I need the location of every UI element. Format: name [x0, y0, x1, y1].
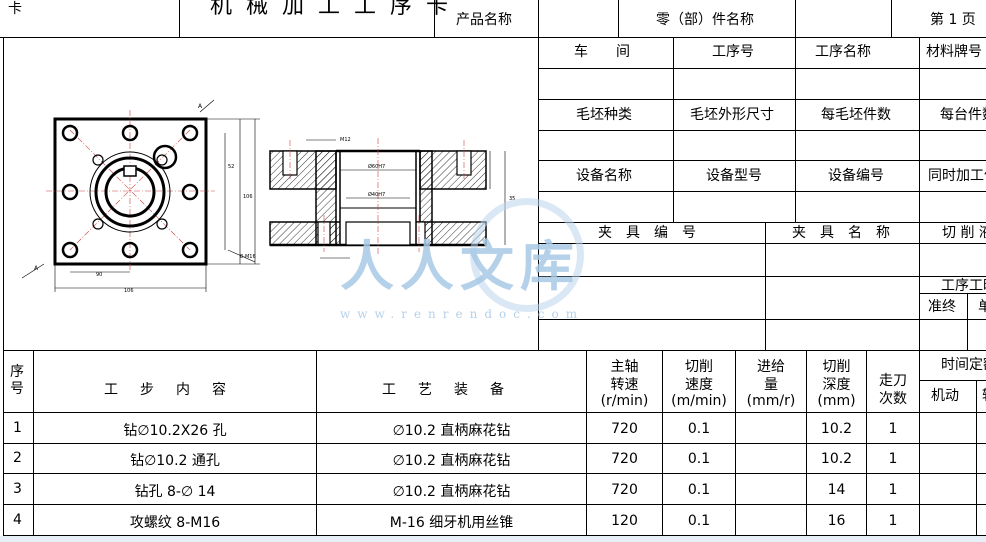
- col-feed-unit: (mm/r): [746, 393, 796, 409]
- col-depth-line1: 切削: [822, 359, 851, 375]
- col-equipment-header: 工 艺 装 备: [382, 382, 508, 398]
- section-view: [269, 138, 506, 259]
- fixture-no-label: 夹 具 编 号: [598, 225, 696, 241]
- info-workshop: 车 间: [574, 44, 630, 60]
- bore-label: Ø40H7: [368, 191, 385, 198]
- dim-inner: 90: [96, 272, 102, 278]
- row-passes: 1: [888, 451, 898, 467]
- row-speed: 0.1: [687, 421, 711, 437]
- row-step: 攻螺纹 8-M16: [129, 515, 221, 531]
- top-view: [21, 99, 260, 292]
- row-depth: 10.2: [820, 451, 853, 467]
- work-hours-label: 工序工时: [941, 278, 986, 294]
- col-spindle-line1: 主轴: [610, 359, 639, 375]
- section-side-dim: M12: [340, 137, 351, 143]
- col-cutspeed-line2: 速度: [685, 377, 713, 393]
- part-drawing: A A 90 106 106 52 8-M16: [21, 99, 515, 294]
- watermark-url: www.renrendoc.com: [340, 307, 585, 321]
- info-material: 材料牌号: [926, 44, 982, 60]
- product-name-label: 产品名称: [456, 12, 512, 28]
- col-time-quota-header: 时间定额: [941, 357, 986, 373]
- row-speed: 0.1: [687, 513, 711, 529]
- row-step: 钻∅10.2 通孔: [130, 453, 220, 469]
- fixture-name-label: 夹 具 名 称: [792, 225, 890, 241]
- row-depth: 16: [827, 513, 846, 529]
- row-depth: 10.2: [820, 421, 853, 437]
- row-depth: 14: [827, 482, 846, 498]
- watermark-logo-icon: [470, 198, 584, 312]
- section-mark-a1: A: [34, 265, 39, 272]
- row-spindle: 120: [611, 513, 638, 529]
- thread-label: 8-M16: [240, 254, 256, 260]
- bore2-label: Ø60H7: [368, 163, 385, 170]
- row-seq: 3: [13, 481, 22, 497]
- row-seq: 2: [13, 450, 22, 466]
- header-left-mark: 卡: [8, 1, 22, 17]
- col-machine-time-header: 机动: [931, 388, 959, 404]
- info-process-name: 工序名称: [815, 44, 871, 60]
- row-step: 钻∅10.2X26 孔: [123, 423, 227, 439]
- info-equipment-no: 设备编号: [828, 168, 884, 184]
- section-mark-a2: A: [198, 103, 203, 110]
- watermark-text: 人人文库: [340, 234, 580, 298]
- row-equipment: ∅10.2 直柄麻花钻: [392, 453, 511, 469]
- col-spindle-unit: (r/min): [600, 393, 649, 409]
- col-step-header: 工 步 内 容: [104, 382, 230, 398]
- col-passes-line2: 次数: [879, 391, 907, 407]
- col-cutspeed-unit: (m/min): [671, 393, 727, 409]
- info-blank-size: 毛坯外形尺寸: [690, 107, 774, 123]
- col-cutspeed-line1: 切削: [685, 359, 713, 375]
- col-passes-line1: 走刀: [879, 373, 907, 389]
- dim-width: 106: [124, 288, 134, 294]
- col-feed-line2: 量: [764, 377, 778, 393]
- part-name-label: 零（部）件名称: [656, 12, 754, 28]
- info-per-unit: 每台件数: [940, 107, 986, 123]
- row-spindle: 720: [611, 451, 638, 467]
- info-per-blank: 每毛坯件数: [821, 107, 891, 123]
- col-spindle-line2: 转速: [610, 377, 639, 393]
- col-feed-line1: 进给: [757, 359, 785, 375]
- row-equipment: M-16 细牙机用丝锥: [389, 515, 514, 531]
- info-blank-type: 毛坯种类: [576, 107, 632, 123]
- row-passes: 1: [888, 482, 898, 498]
- prep-time-label: 准终: [928, 299, 956, 315]
- row-seq: 1: [13, 420, 22, 436]
- info-simultaneous: 同时加工件数: [928, 168, 986, 184]
- row-speed: 0.1: [687, 482, 711, 498]
- row-equipment: ∅10.2 直柄麻花钻: [392, 484, 511, 500]
- info-equipment-model: 设备型号: [706, 168, 762, 184]
- row-spindle: 720: [611, 421, 638, 437]
- card-title: 机械加工工序卡: [210, 0, 463, 19]
- row-spindle: 720: [611, 482, 638, 498]
- row-passes: 1: [888, 513, 898, 529]
- row-passes: 1: [888, 421, 898, 437]
- col-aux-time-header: 辅助: [982, 389, 986, 403]
- dim-side: 52: [228, 164, 234, 170]
- single-time-label: 单件: [978, 299, 986, 315]
- row-seq: 4: [13, 512, 22, 528]
- col-seq-header: 序号: [10, 364, 24, 397]
- col-depth-unit: (mm): [817, 393, 856, 409]
- row-step: 钻孔 8-∅ 14: [134, 484, 216, 500]
- row-speed: 0.1: [687, 451, 711, 467]
- info-equipment-name: 设备名称: [576, 168, 632, 184]
- row-equipment: ∅10.2 直柄麻花钻: [392, 423, 511, 439]
- info-process-no: 工序号: [712, 44, 754, 60]
- coolant-label: 切 削 液: [942, 225, 986, 241]
- page-label: 第 1 页: [930, 12, 976, 28]
- col-depth-line2: 深度: [822, 377, 851, 393]
- dim-height: 106: [243, 194, 253, 200]
